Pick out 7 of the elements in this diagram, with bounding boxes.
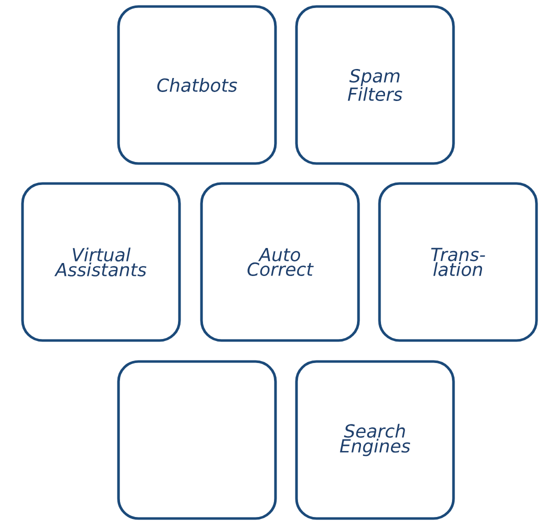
text-box: Trans- lation — [378, 182, 538, 342]
text-box: Auto Correct — [200, 182, 360, 342]
text-box: Search Engines — [295, 360, 455, 520]
text-box: Chatbots — [117, 5, 277, 165]
text-box: Virtual Assistants — [21, 182, 181, 342]
text-box: Spam Filters — [295, 5, 455, 165]
empty-box — [117, 360, 277, 520]
